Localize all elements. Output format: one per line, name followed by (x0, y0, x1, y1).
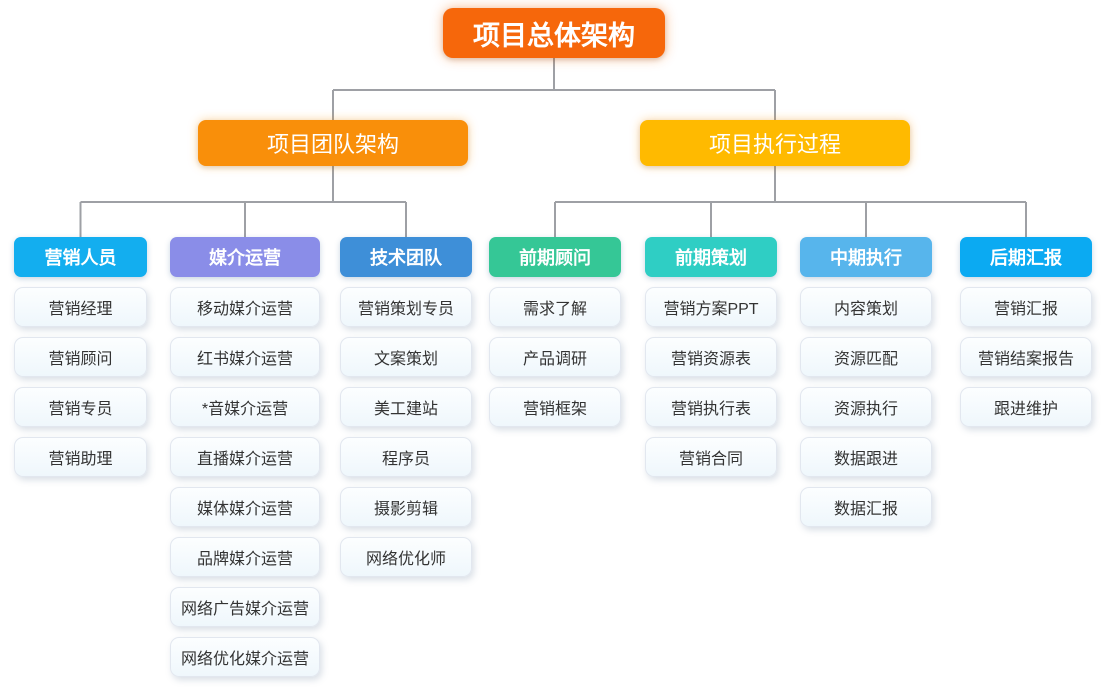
leaf-node: 网络广告媒介运营 (170, 587, 320, 627)
leaf-node: 营销顾问 (14, 337, 147, 377)
leaf-node: 移动媒介运营 (170, 287, 320, 327)
leaf-node: 摄影剪辑 (340, 487, 472, 527)
leaf-node: 数据跟进 (800, 437, 932, 477)
leaf-node: 品牌媒介运营 (170, 537, 320, 577)
leaf-node: 资源执行 (800, 387, 932, 427)
leaf-node: 跟进维护 (960, 387, 1092, 427)
root-node: 项目总体架构 (443, 8, 665, 58)
column-header: 媒介运营 (170, 237, 320, 277)
leaf-node: 红书媒介运营 (170, 337, 320, 377)
leaf-node: 营销结案报告 (960, 337, 1092, 377)
column-header: 前期策划 (645, 237, 777, 277)
column-header: 中期执行 (800, 237, 932, 277)
leaf-node: 营销资源表 (645, 337, 777, 377)
leaf-node: 直播媒介运营 (170, 437, 320, 477)
leaf-node: 营销助理 (14, 437, 147, 477)
leaf-node: 程序员 (340, 437, 472, 477)
leaf-node: 网络优化媒介运营 (170, 637, 320, 677)
leaf-node: 需求了解 (489, 287, 621, 327)
leaf-node: 内容策划 (800, 287, 932, 327)
leaf-node: 媒体媒介运营 (170, 487, 320, 527)
column-header: 技术团队 (340, 237, 472, 277)
leaf-node: 网络优化师 (340, 537, 472, 577)
leaf-node: 营销方案PPT (645, 287, 777, 327)
leaf-node: 产品调研 (489, 337, 621, 377)
leaf-node: 营销经理 (14, 287, 147, 327)
column-header: 营销人员 (14, 237, 147, 277)
leaf-node: 营销框架 (489, 387, 621, 427)
column-header: 后期汇报 (960, 237, 1092, 277)
leaf-node: 营销合同 (645, 437, 777, 477)
branch-node: 项目执行过程 (640, 120, 910, 166)
leaf-node: 文案策划 (340, 337, 472, 377)
leaf-node: *音媒介运营 (170, 387, 320, 427)
leaf-node: 营销汇报 (960, 287, 1092, 327)
leaf-node: 资源匹配 (800, 337, 932, 377)
branch-node: 项目团队架构 (198, 120, 468, 166)
leaf-node: 营销策划专员 (340, 287, 472, 327)
leaf-node: 营销执行表 (645, 387, 777, 427)
column-header: 前期顾问 (489, 237, 621, 277)
leaf-node: 营销专员 (14, 387, 147, 427)
leaf-node: 美工建站 (340, 387, 472, 427)
leaf-node: 数据汇报 (800, 487, 932, 527)
